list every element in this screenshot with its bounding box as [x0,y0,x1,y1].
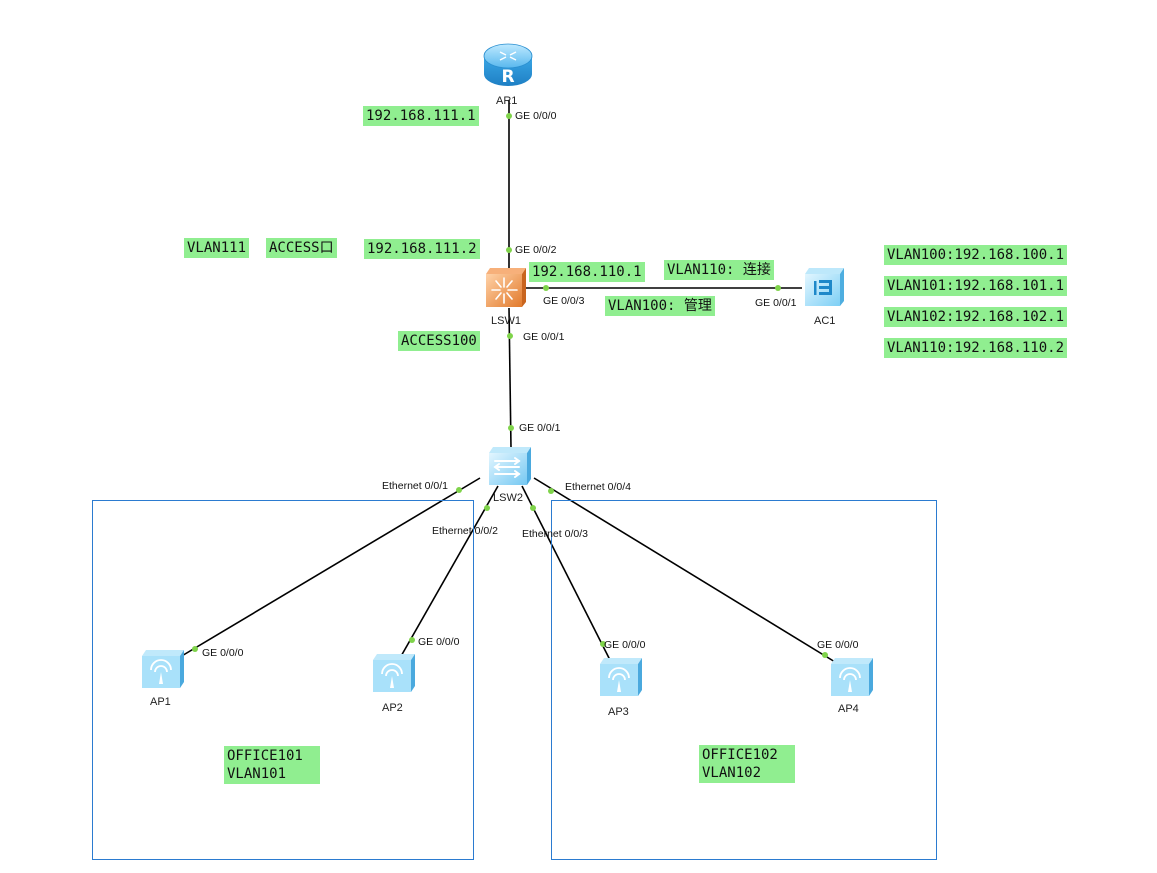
device-label-lsw2: LSW2 [493,492,523,504]
port-dot-ap4-ge [822,652,828,658]
office101-label: OFFICE101 VLAN101 [224,746,320,784]
port-dot-ap1-ge [192,646,198,652]
port-dot-lsw2-eth4 [548,488,554,494]
link-lsw1-lsw2 [508,307,512,449]
link-lsw2-ap4 [533,477,841,666]
access-switch-icon[interactable] [487,445,533,487]
port-dot-lsw1-ge001 [507,333,513,339]
access-port-label: ACCESS口 [266,238,337,258]
port-dot-lsw2-ge001 [508,425,514,431]
port-label-ap4-ge: GE 0/0/0 [817,639,859,651]
port-dot-ap3-ge [600,641,606,647]
port-label-ap3-ge: GE 0/0/0 [604,639,646,651]
ap4-icon[interactable] [829,656,875,698]
vlan100-mgmt-label: VLAN100: 管理 [605,296,715,316]
port-label-lsw2-eth4: Ethernet 0/0/4 [565,481,631,493]
gateway-vlan102-label: VLAN102:192.168.102.1 [884,307,1068,327]
port-label-ap1-ge: GE 0/0/0 [202,647,244,659]
port-label-lsw1-ge002: GE 0/0/2 [515,244,557,256]
port-label-lsw1-ge003: GE 0/0/3 [543,295,585,307]
access100-label: ACCESS100 [398,331,480,351]
link-lsw2-ap2 [399,485,499,659]
zone-office102 [551,500,937,860]
port-label-lsw2-eth1: Ethernet 0/0/1 [382,480,448,492]
link-lsw2-ap1 [174,477,481,661]
zone-office101 [92,500,474,860]
device-label-ap4: AP4 [838,703,859,715]
port-label-lsw2-eth2: Ethernet 0/0/2 [432,525,498,537]
vlan110-link-label: VLAN110: 连接 [664,260,774,280]
ar1-ip-label: 192.168.111.1 [363,106,479,126]
port-dot-lsw2-eth1 [456,487,462,493]
port-label-lsw2-eth3: Ethernet 0/0/3 [522,528,588,540]
device-label-ap2: AP2 [382,702,403,714]
port-dot-lsw1-ge003 [543,285,549,291]
device-label-ar1: AR1 [496,95,518,107]
access-controller-icon[interactable] [804,266,846,308]
port-dot-ar1-ge000 [506,113,512,119]
gateway-vlan101-label: VLAN101:192.168.101.1 [884,276,1068,296]
port-label-ac1-ge001: GE 0/0/1 [755,297,797,309]
port-label-ar1-ge000: GE 0/0/0 [515,110,557,122]
port-label-lsw2-ge001: GE 0/0/1 [519,422,561,434]
port-dot-lsw1-ge002 [506,247,512,253]
gateway-vlan110-label: VLAN110:192.168.110.2 [884,338,1068,358]
ap1-icon[interactable] [140,648,186,690]
device-label-ap3: AP3 [608,706,629,718]
port-dot-lsw2-eth2 [484,505,490,511]
core-switch-icon[interactable] [484,266,528,308]
lsw1-ac-ip-label: 192.168.110.1 [529,262,645,282]
svg-text:R: R [501,67,514,87]
ap2-icon[interactable] [371,652,417,694]
lsw1-uplink-ip-label: 192.168.111.2 [364,239,480,259]
gateway-vlan100-label: VLAN100:192.168.100.1 [884,245,1068,265]
vlan111-label: VLAN111 [184,238,250,258]
ap3-icon[interactable] [598,656,644,698]
port-dot-ac1-ge001 [775,285,781,291]
office102-label: OFFICE102 VLAN102 [699,745,795,783]
link-lsw2-ap3 [521,485,611,661]
device-label-ap1: AP1 [150,696,171,708]
port-label-ap2-ge: GE 0/0/0 [418,636,460,648]
router-icon[interactable]: R [482,42,534,90]
device-label-lsw1: LSW1 [491,315,521,327]
port-dot-lsw2-eth3 [530,505,536,511]
device-label-ac1: AC1 [814,315,836,327]
port-dot-ap2-ge [409,637,415,643]
port-label-lsw1-ge001: GE 0/0/1 [523,331,565,343]
